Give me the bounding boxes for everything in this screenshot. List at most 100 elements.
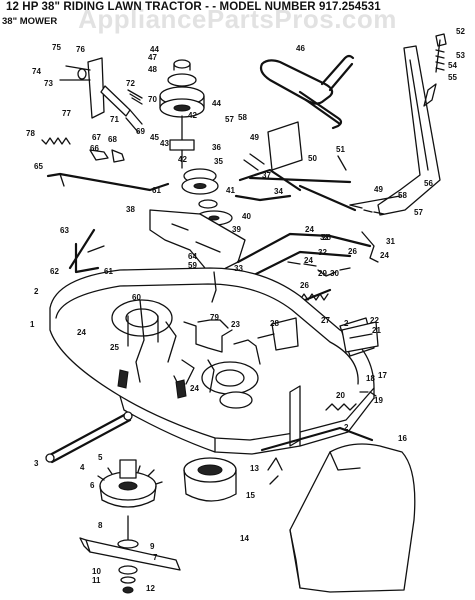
part-13-housing (183, 457, 237, 502)
part-number-52: 52 (456, 27, 465, 36)
part-number-26-1: 26 (300, 281, 309, 290)
part-number-2-2: 2 (344, 423, 349, 432)
part-number-74: 74 (32, 67, 41, 76)
left-spring-and-rod (41, 137, 170, 192)
part-number-26-3: 26 (348, 247, 357, 256)
part-number-3: 3 (34, 459, 39, 468)
part-number-25: 25 (110, 343, 119, 352)
part-number-73: 73 (44, 79, 53, 88)
part-number-36: 36 (212, 143, 221, 152)
part-number-49-2: 49 (374, 185, 383, 194)
upper-pulley-stack (159, 59, 205, 169)
part-number-13: 13 (250, 464, 259, 473)
part-21-brace (341, 321, 379, 353)
part-number-63: 63 (60, 226, 69, 235)
part-number-11: 11 (92, 576, 101, 585)
part-number-47: 47 (148, 53, 157, 62)
part-number-45: 45 (150, 133, 159, 142)
right-link-assembly (236, 231, 379, 278)
part-number-2-3: 2 (344, 319, 349, 328)
part-number-27: 27 (321, 316, 330, 325)
part-number-61-1: 61 (152, 186, 161, 195)
part-number-42-1: 42 (178, 155, 187, 164)
part-number-58-2: 58 (398, 191, 407, 200)
part-number-31: 31 (386, 237, 395, 246)
part-6-sprocket-pulley (97, 459, 163, 508)
part-14-shield (289, 443, 416, 593)
part-number-26-2: 26 (322, 233, 331, 242)
part-4-link (45, 411, 133, 464)
part-number-78: 78 (26, 129, 35, 138)
part-number-44-1: 44 (150, 45, 159, 54)
part-number-17: 17 (378, 371, 387, 380)
part-number-56: 56 (424, 179, 433, 188)
part-number-75: 75 (52, 43, 61, 52)
part-number-9: 9 (150, 542, 155, 551)
part-number-24-2: 24 (190, 384, 199, 393)
part-number-38: 38 (126, 205, 135, 214)
part-number-7: 7 (153, 553, 158, 562)
spindle-and-blade (79, 515, 181, 594)
diagram-subtitle: 38" MOWER (2, 16, 58, 27)
part-number-24-4: 24 (304, 256, 313, 265)
part-number-2-1: 2 (34, 287, 39, 296)
part-number-18: 18 (366, 374, 375, 383)
part-number-69: 69 (136, 127, 145, 136)
part-number-35: 35 (214, 157, 223, 166)
part-number-58-1: 58 (238, 113, 247, 122)
part-number-66: 66 (90, 144, 99, 153)
left-hanger-rods (68, 228, 105, 274)
part-number-15: 15 (246, 491, 255, 500)
part-number-60: 60 (132, 293, 141, 302)
part-number-40: 40 (242, 212, 251, 221)
part-number-10: 10 (92, 567, 101, 576)
part-number-39: 39 (232, 225, 241, 234)
part-number-71: 71 (110, 115, 119, 124)
part-number-12: 12 (146, 584, 155, 593)
part-number-44-2: 44 (212, 99, 221, 108)
part-number-16: 16 (398, 434, 407, 443)
part-number-20: 20 (336, 391, 345, 400)
part-number-68: 68 (108, 135, 117, 144)
part-number-57-1: 57 (225, 115, 234, 124)
part-46-t-wrench (259, 54, 355, 130)
part-number-42-2: 42 (188, 111, 197, 120)
part-56-lift-lever (349, 33, 447, 216)
part-number-41: 41 (226, 186, 235, 195)
part-number-24-1: 24 (77, 328, 86, 337)
part-number-5: 5 (98, 453, 103, 462)
part-number-19: 19 (374, 396, 383, 405)
part-number-23: 23 (231, 320, 240, 329)
part-number-43: 43 (160, 139, 169, 148)
part-number-53: 53 (456, 51, 465, 60)
part-number-24-5: 24 (380, 251, 389, 260)
part-number-37: 37 (262, 171, 271, 180)
part-number-70: 70 (148, 95, 157, 104)
part-number-22: 22 (370, 316, 379, 325)
part-number-1: 1 (30, 320, 35, 329)
part-number-67: 67 (92, 133, 101, 142)
part-number-46: 46 (296, 44, 305, 53)
part-number-32-1: 32 (320, 233, 329, 242)
part-number-61-2: 61 (104, 267, 113, 276)
part-number-65: 65 (34, 162, 43, 171)
part-number-14: 14 (240, 534, 249, 543)
part-number-79: 79 (210, 313, 219, 322)
left-bracket-assembly (59, 57, 143, 133)
part-1-mower-deck (49, 267, 375, 455)
part-number-33: 33 (234, 264, 243, 273)
part-number-49-1: 49 (250, 133, 259, 142)
part-number-4: 4 (80, 463, 85, 472)
part-number-29: 29 (318, 269, 327, 278)
part-number-54: 54 (448, 61, 457, 70)
part-number-24-3: 24 (305, 225, 314, 234)
part-number-62: 62 (50, 267, 59, 276)
part-number-21: 21 (372, 326, 381, 335)
part-number-32-2: 32 (318, 248, 327, 257)
part-15-clip (267, 457, 283, 485)
part-number-55: 55 (448, 73, 457, 82)
diagram-title: 12 HP 38" RIDING LAWN TRACTOR - - MODEL … (6, 1, 381, 13)
rear-right-bracket (260, 317, 377, 452)
